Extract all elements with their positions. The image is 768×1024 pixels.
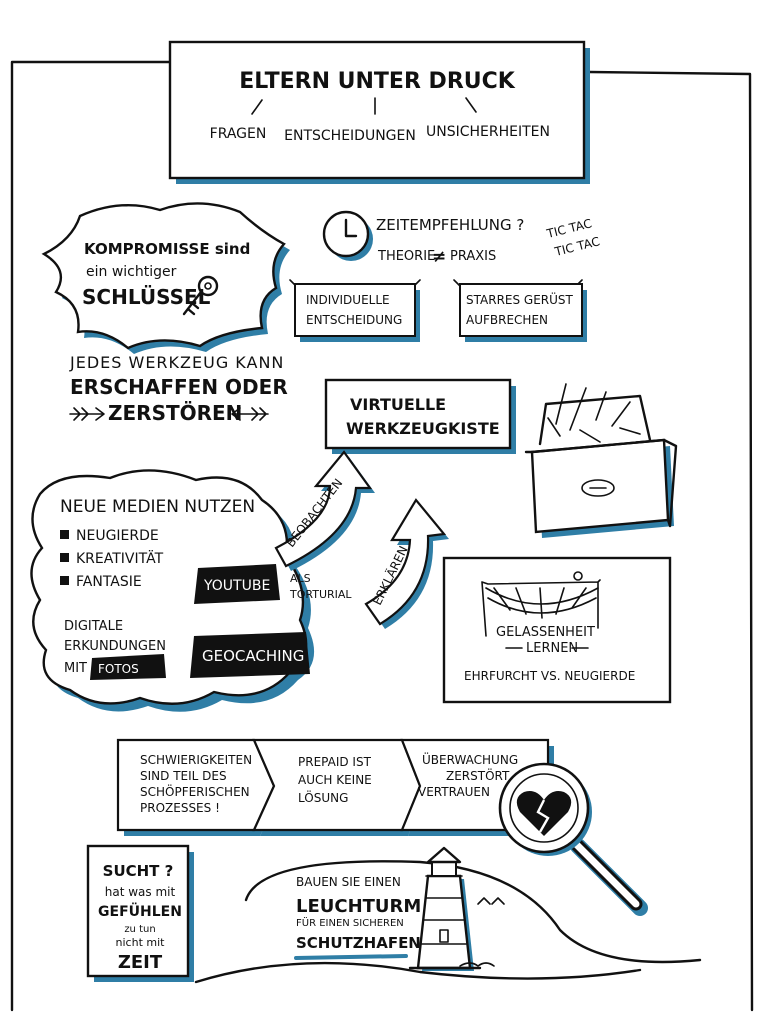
geocaching-label: GEOCACHING — [202, 647, 304, 665]
theory-right: PRAXIS — [450, 249, 496, 264]
page-frame — [10, 60, 754, 1012]
tool-quote-line-3: ZERSTÖREN — [108, 401, 242, 425]
clock-icon — [322, 210, 373, 261]
time-section: ZEITEMPFEHLUNG ? THEORIE ≠ PRAXIS TIC TA… — [289, 210, 601, 342]
chevron-2-line-3: LÖSUNG — [298, 789, 348, 805]
time-question: ZEITEMPFEHLUNG ? — [376, 216, 524, 234]
lighthouse-line-2: LEUCHTURM — [296, 896, 421, 917]
coast-line — [244, 860, 702, 964]
header-branch-fragen: FRAGEN — [210, 126, 267, 142]
chevron-1-line-3: SCHÖPFERISCHEN — [140, 783, 250, 799]
addiction-line-6: ZEIT — [118, 952, 163, 973]
youtube-label: YOUTUBE — [203, 578, 270, 594]
tool-quote: JEDES WERKZEUG KANN ERSCHAFFEN ODER ZERS… — [69, 353, 288, 425]
arrow-left-icon — [231, 407, 269, 421]
rigid-structure-line-1: STARRES GERÜST — [466, 291, 574, 307]
toolbox-label-line-2: WERKZEUGKISTE — [346, 419, 500, 438]
theory-left: THEORIE — [377, 249, 435, 264]
addiction-note: SUCHT ? hat was mit GEFÜHLEN zu tun nich… — [86, 844, 194, 982]
chevron-1-line-4: PROZESSES ! — [140, 801, 220, 815]
compromise-line-2: ein wichtiger — [86, 264, 177, 280]
calm-box: GELASSENHEIT LERNEN EHRFURCHT VS. NEUGIE… — [442, 556, 672, 704]
individual-decision-box: INDIVIDUELLE ENTSCHEIDUNG — [289, 279, 421, 342]
explain-arrow: ERKLÄREN — [364, 498, 449, 629]
digital-line-2: ERKUNDUNGEN — [64, 639, 166, 654]
individual-decision-line-2: ENTSCHEIDUNG — [306, 313, 402, 327]
header-branch-unsicherheiten: UNSICHERHEITEN — [426, 124, 550, 140]
media-item-fantasie: FANTASIE — [76, 574, 142, 590]
chevron-2-line-2: AUCH KEINE — [298, 773, 372, 787]
chevron-2-line-1: PREPAID IST — [298, 755, 372, 769]
arrow-right-icon — [69, 407, 105, 421]
checkbox-icon — [60, 530, 69, 539]
rigid-structure-box: STARRES GERÜST AUFBRECHEN — [453, 279, 587, 342]
fotos-label: FOTOS — [98, 662, 139, 676]
header-branch-entscheidungen: ENTSCHEIDUNGEN — [284, 128, 416, 144]
magnifier-broken-heart-icon — [498, 762, 648, 916]
addiction-line-1: SUCHT ? — [103, 862, 174, 880]
chevron-3-line-3: VERTRAUEN — [418, 785, 490, 799]
media-item-neugierde: NEUGIERDE — [76, 528, 159, 544]
tool-quote-line-1: JEDES WERKZEUG KANN — [69, 353, 284, 372]
calm-line-1: GELASSENHEIT — [496, 625, 595, 640]
calm-line-3: EHRFURCHT VS. NEUGIERDE — [464, 669, 635, 683]
toolbox-label-line-1: VIRTUELLE — [350, 395, 446, 414]
chevron-1-line-2: SIND TEIL DES — [140, 769, 227, 783]
rigid-structure-line-2: AUFBRECHEN — [466, 313, 548, 327]
digital-line-1: DIGITALE — [64, 619, 123, 634]
tutorial-line-1: ALS — [290, 572, 311, 585]
addiction-line-3: GEFÜHLEN — [98, 902, 182, 920]
tightrope-icon — [481, 579, 601, 637]
tutorial-line-2: TORTURIAL — [289, 588, 352, 601]
not-equal-sign: ≠ — [432, 247, 446, 267]
fotos-badge — [90, 654, 166, 680]
toolbox-label-box: VIRTUELLE WERKZEUGKISTE — [324, 378, 516, 454]
checkbox-icon — [60, 553, 69, 562]
header-title: ELTERN UNTER DRUCK — [239, 69, 516, 94]
addiction-line-2: hat was mit — [105, 885, 176, 899]
header-box: ELTERN UNTER DRUCK FRAGEN ENTSCHEIDUNGEN… — [168, 40, 590, 184]
media-title: NEUE MEDIEN NUTZEN — [60, 497, 255, 517]
toolbox-icon — [524, 383, 678, 538]
compromise-line-1: KOMPROMISSE sind — [84, 240, 250, 258]
addiction-line-4: zu tun — [124, 924, 155, 935]
individual-decision-line-1: INDIVIDUELLE — [306, 293, 390, 307]
lighthouse-line-4: SCHUTZHAFEN — [296, 934, 421, 952]
key-icon — [182, 275, 219, 316]
compromise-line-3: SCHLÜSSEL — [82, 285, 211, 309]
observe-arrow: BEOBACHTEN — [274, 450, 375, 571]
addiction-line-5: nicht mit — [116, 936, 166, 949]
chevron-1-line-1: SCHWIERIGKEITEN — [140, 753, 252, 767]
media-item-kreativitaet: KREATIVITÄT — [76, 549, 164, 567]
digital-mit: MIT — [64, 661, 87, 676]
lighthouse-section: BAUEN SIE EINEN LEUCHTURM FÜR EINEN SICH… — [194, 846, 702, 984]
chevron-3-line-2: ZERSTÖRT — [446, 767, 510, 783]
media-cloud: NEUE MEDIEN NUTZEN NEUGIERDE KREATIVITÄT… — [30, 469, 352, 712]
lighthouse-line-3: FÜR EINEN SICHEREN — [296, 916, 404, 929]
youtube-badge — [194, 564, 280, 604]
lighthouse-icon — [408, 846, 495, 971]
chevron-process: SCHWIERIGKEITEN SIND TEIL DES SCHÖPFERIS… — [116, 738, 554, 836]
header-branch-lines — [251, 97, 477, 115]
checkbox-icon — [60, 576, 69, 585]
birds-icon — [477, 897, 505, 905]
compromise-burst: KOMPROMISSE sind ein wichtiger SCHLÜSSEL — [41, 202, 290, 354]
lighthouse-line-1: BAUEN SIE EINEN — [296, 875, 401, 889]
calm-line-2: LERNEN — [526, 641, 578, 656]
chevron-3-line-1: ÜBERWACHUNG — [422, 751, 518, 767]
geocaching-badge — [190, 632, 310, 678]
tool-quote-line-2: ERSCHAFFEN ODER — [70, 375, 288, 399]
